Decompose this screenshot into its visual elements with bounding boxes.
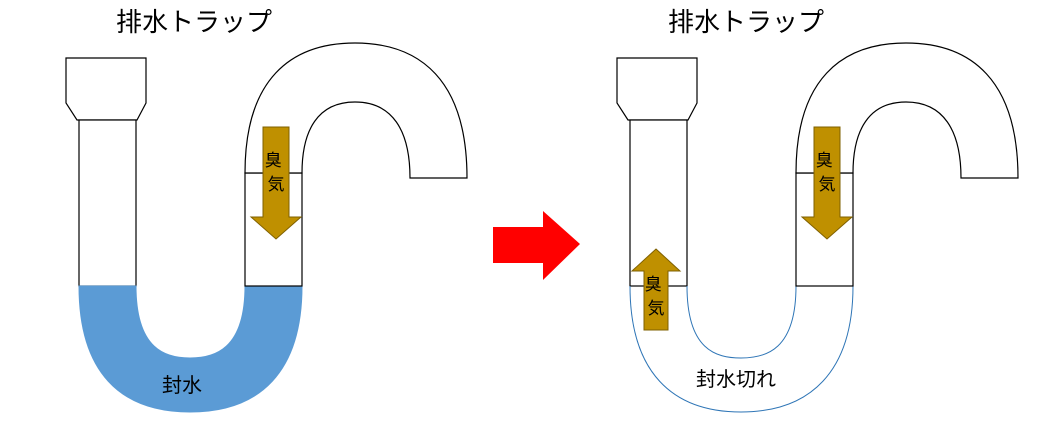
right-title: 排水トラップ bbox=[668, 8, 825, 38]
right-odor-down-arrow-icon bbox=[800, 126, 854, 240]
left-seal-water bbox=[78, 285, 303, 413]
left-trap: 臭 気 封水 bbox=[65, 42, 468, 413]
left-water-label: 封水 bbox=[162, 373, 202, 397]
right-inlet-funnel bbox=[616, 57, 698, 121]
left-odor-label: 臭 気 bbox=[265, 151, 287, 195]
red-right-arrow-icon bbox=[493, 211, 580, 280]
right-odor-down-char-2: 気 bbox=[819, 175, 836, 195]
left-inlet-funnel bbox=[65, 57, 147, 121]
right-trap: 臭 気 臭 気 封水切れ bbox=[616, 42, 1019, 413]
right-arch bbox=[795, 42, 1019, 179]
left-odor-char-1: 臭 bbox=[265, 151, 282, 171]
left-odor-down-arrow-icon bbox=[249, 126, 303, 240]
left-title: 排水トラップ bbox=[116, 8, 273, 38]
left-arch bbox=[244, 42, 468, 179]
right-odor-label-down: 臭 気 bbox=[816, 151, 838, 195]
left-inlet-pipe bbox=[78, 119, 137, 287]
right-water-label: 封水切れ bbox=[696, 367, 776, 391]
right-odor-up-arrow-icon bbox=[630, 248, 682, 331]
right-odor-up-char-1: 臭 bbox=[645, 275, 662, 295]
right-odor-label-up: 臭 気 bbox=[645, 275, 667, 319]
left-odor-char-2: 気 bbox=[268, 175, 285, 195]
right-empty-bend bbox=[629, 285, 854, 413]
right-odor-down-char-1: 臭 bbox=[816, 151, 833, 171]
right-odor-up-char-2: 気 bbox=[648, 299, 665, 319]
